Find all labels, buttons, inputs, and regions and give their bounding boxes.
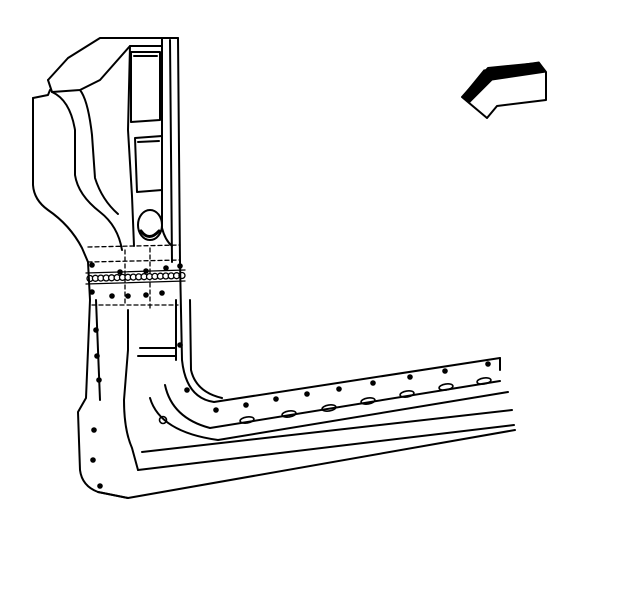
spot-weld (177, 263, 183, 269)
cut-line-zone (87, 244, 181, 309)
spot-weld-icon (89, 262, 491, 489)
slot-hole (239, 416, 255, 424)
spot-weld (90, 457, 96, 463)
spot-weld (91, 427, 97, 433)
spot-weld (89, 262, 95, 268)
spot-weld (143, 292, 149, 298)
spot-weld (370, 380, 376, 386)
spot-weld (442, 368, 448, 374)
spot-weld (94, 353, 100, 359)
slot-hole (360, 397, 376, 405)
spot-weld (407, 374, 413, 380)
slot-hole (321, 404, 337, 412)
spot-weld (243, 402, 249, 408)
spot-weld (89, 289, 95, 295)
upper-pillar (32, 37, 181, 263)
lower-pillar-rocker-panel (77, 261, 516, 499)
spot-weld (125, 293, 131, 299)
spot-weld (159, 290, 165, 296)
slot-hole (281, 410, 297, 418)
slot-hole (399, 390, 415, 398)
spot-weld (304, 391, 310, 397)
spot-weld (93, 327, 99, 333)
slot-hole (438, 383, 454, 391)
spot-weld (117, 269, 123, 275)
spot-weld (109, 293, 115, 299)
spot-weld (177, 342, 183, 348)
spot-weld (163, 265, 169, 271)
spot-weld (96, 377, 102, 383)
slot-hole (476, 377, 492, 385)
spot-weld (336, 386, 342, 392)
spot-weld (213, 407, 219, 413)
slot-hole-icon (239, 377, 492, 424)
view-direction-arrow-icon (461, 61, 547, 119)
spot-weld (273, 396, 279, 402)
weld-bead-icon (85, 269, 186, 285)
spot-weld (143, 268, 149, 274)
spot-weld (97, 483, 103, 489)
spot-weld (184, 387, 190, 393)
spot-weld (485, 361, 491, 367)
